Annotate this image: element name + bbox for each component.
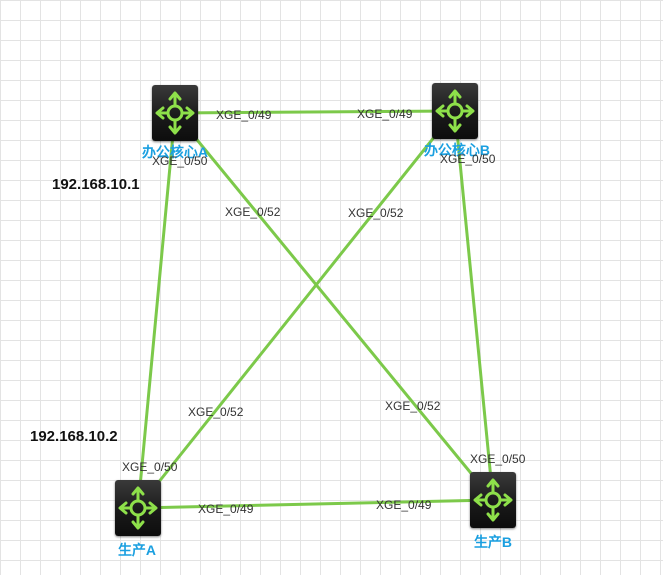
device-officeA[interactable] [152,85,198,141]
link-prodA-prodB[interactable] [137,498,494,510]
device-label-prodA: 生产A [117,542,157,558]
device-officeB[interactable] [432,83,478,139]
device-label-prodB: 生产B [473,534,513,550]
port-label-officeB-49: XGE_0/49 [357,107,413,121]
port-label-officeA-52: XGE_0/52 [225,205,281,219]
ip-label-officeA: 192.168.10.1 [52,176,140,193]
port-label-prodB-50: XGE_0/50 [470,452,526,466]
port-label-officeB-50: XGE_0/50 [440,152,496,166]
device-label-officeA: 办公核心A [141,144,209,160]
device-prodB[interactable] [470,472,516,528]
device-prodA[interactable] [115,480,161,536]
l3-switch-icon [435,89,475,133]
l3-switch-icon [118,486,158,530]
port-label-prodB-49: XGE_0/49 [376,498,432,512]
link-officeB-prodA[interactable] [136,110,457,509]
port-label-prodA-49: XGE_0/49 [198,502,254,516]
port-label-officeA-50: XGE_0/50 [152,154,208,168]
port-label-officeA-49: XGE_0/49 [216,108,272,122]
l3-switch-icon [155,91,195,135]
device-label-officeB: 办公核心B [423,142,491,158]
port-label-prodA-52: XGE_0/52 [188,405,244,419]
link-officeB-prodB[interactable] [453,110,495,501]
link-officeA-prodA[interactable] [136,112,177,509]
port-label-prodA-50: XGE_0/50 [122,460,178,474]
port-label-officeB-52: XGE_0/52 [348,206,404,220]
link-officeA-prodB[interactable] [173,112,495,501]
port-label-prodB-52: XGE_0/52 [385,399,441,413]
ip-label-prodA: 192.168.10.2 [30,428,118,445]
l3-switch-icon [473,478,513,522]
link-officeA-officeB[interactable] [174,109,456,115]
